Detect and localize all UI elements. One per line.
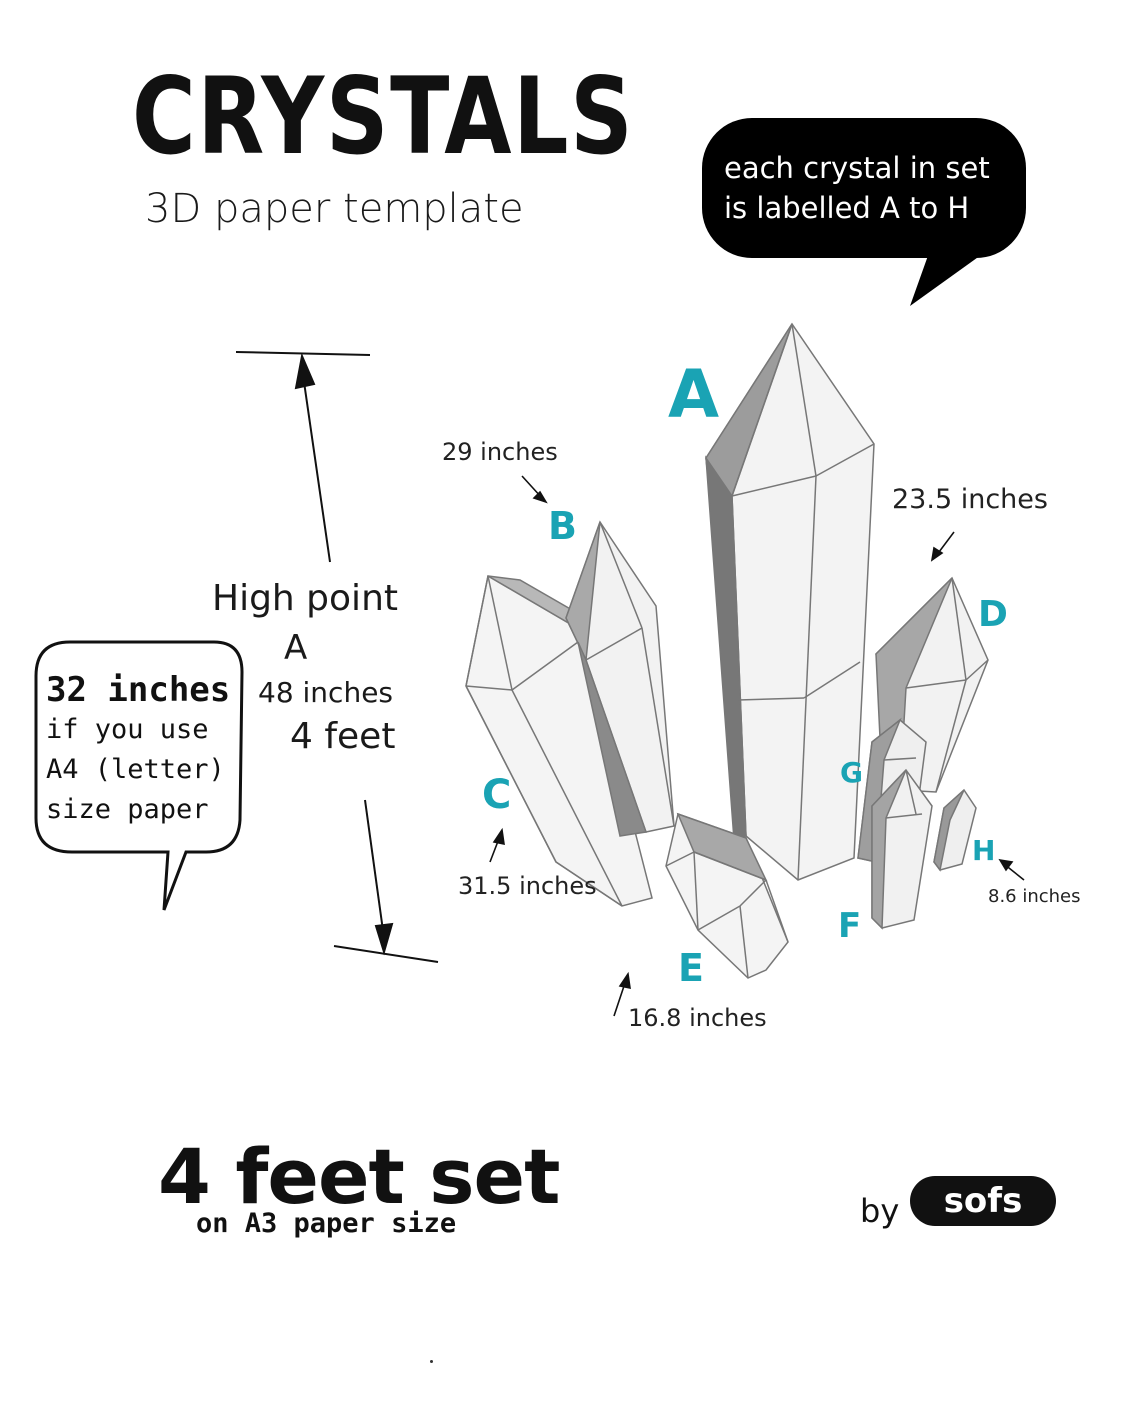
- set-subtitle: on A3 paper size: [196, 1208, 457, 1239]
- brand-logo: sofs: [910, 1176, 1056, 1226]
- callout-tail: [910, 250, 988, 306]
- crystal-label-e: E: [678, 946, 704, 990]
- size-label-b: 29 inches: [442, 438, 558, 466]
- measure-arrows: [489, 475, 1025, 1017]
- a4-note-line-2: if you use: [46, 714, 209, 745]
- crystal-label-d: D: [978, 594, 1008, 635]
- crystal-a: [705, 322, 875, 881]
- callout-line-2: is labelled A to H: [724, 191, 970, 225]
- callout-text: each crystal in set is labelled A to H: [724, 148, 990, 228]
- page-subtitle: 3D paper template: [145, 186, 524, 232]
- crystal-label-h: H: [972, 834, 996, 867]
- crystal-c: [465, 574, 653, 907]
- by-label: by: [860, 1192, 900, 1230]
- crystal-f: [871, 768, 933, 930]
- brand-logo-text: sofs: [944, 1181, 1023, 1221]
- a4-note-bubble: [34, 640, 244, 911]
- crystal-label-f: F: [838, 906, 862, 946]
- size-label-h: 8.6 inches: [988, 886, 1081, 907]
- crystal-b: [565, 520, 675, 837]
- a4-note-line-1: 32 inches: [46, 670, 231, 710]
- callout-line-1: each crystal in set: [724, 151, 990, 185]
- crystal-h: [933, 788, 977, 872]
- size-label-e: 16.8 inches: [628, 1004, 767, 1032]
- a4-note-line-4: size paper: [46, 794, 209, 825]
- a4-note-text: 32 inches if you use A4 (letter) size pa…: [46, 670, 230, 830]
- height-label-inches: 48 inches: [258, 676, 394, 709]
- crystal-label-g: G: [840, 756, 863, 789]
- stray-dot: [430, 1360, 433, 1363]
- a4-note-line-3: A4 (letter): [46, 754, 225, 785]
- crystal-e: [665, 812, 789, 979]
- height-label-crystal: A: [284, 628, 308, 668]
- page-title: CRYSTALS: [132, 55, 635, 178]
- height-label-feet: 4 feet: [290, 716, 396, 757]
- callout-bubble: each crystal in set is labelled A to H: [702, 118, 1026, 258]
- set-title: 4 feet set: [158, 1132, 560, 1221]
- height-dimension: [235, 351, 439, 963]
- crystal-label-c: C: [482, 772, 512, 818]
- size-label-c: 31.5 inches: [458, 872, 597, 900]
- crystal-label-b: B: [548, 504, 577, 548]
- size-label-d: 23.5 inches: [892, 484, 1048, 515]
- height-label-high-point: High point: [212, 578, 398, 619]
- crystal-label-a: A: [668, 356, 720, 433]
